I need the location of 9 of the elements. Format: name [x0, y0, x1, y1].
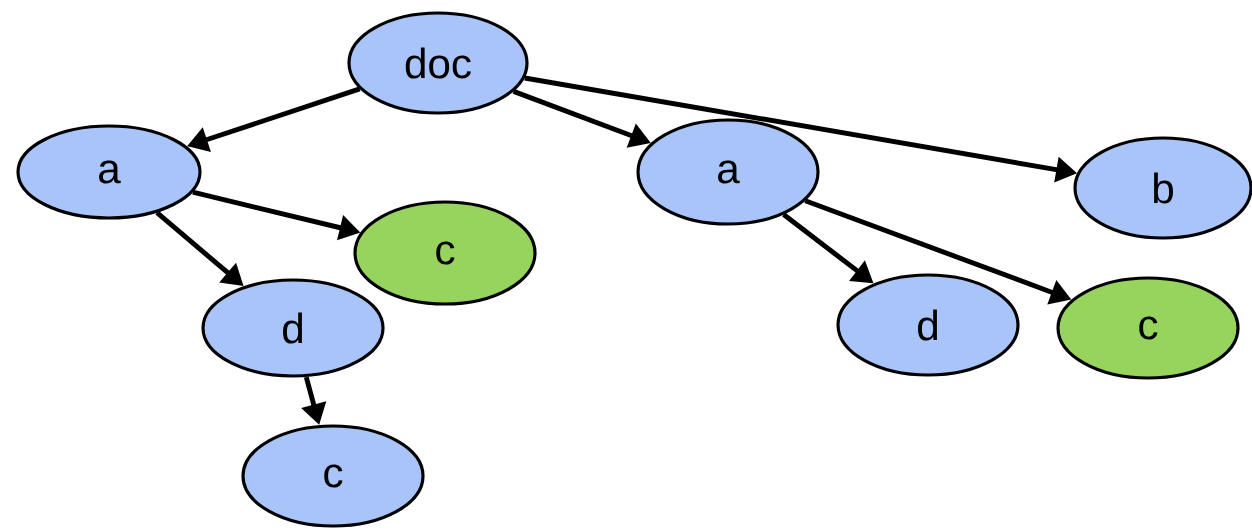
ellipse-node: c — [241, 424, 425, 528]
ellipse-node: d — [836, 273, 1020, 377]
ellipse-node: a — [636, 118, 820, 226]
ellipse-node: c — [353, 200, 537, 306]
ellipse-node: d — [201, 278, 385, 378]
ellipse-node: a — [16, 124, 202, 220]
ellipse-node: doc — [347, 11, 529, 115]
ellipse-node: c — [1056, 276, 1240, 380]
ellipse-node: b — [1073, 136, 1252, 240]
